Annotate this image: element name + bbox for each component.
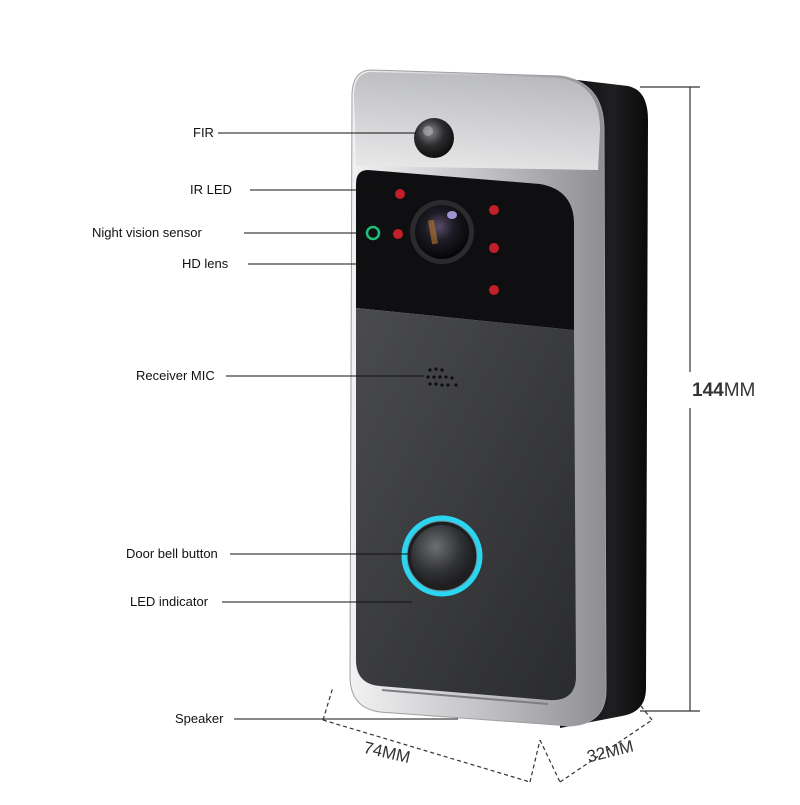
ir-led-dot [489,243,499,253]
callout-label-ir-led: IR LED [190,182,232,197]
callout-label-door-bell-button: Door bell button [126,546,218,561]
dimension-height-unit: MM [723,380,756,401]
callout-label-receiver-mic: Receiver MIC [136,368,215,383]
callout-label-hd-lens: HD lens [182,256,229,271]
callout-leaders [218,132,458,720]
device-front-panel [356,308,576,701]
night-vision-sensor-icon [365,225,381,241]
ir-led-dot [393,229,403,239]
callout-label-night-vision-sensor: Night vision sensor [92,225,202,240]
fir-sensor-icon [414,118,454,158]
device-top-cap [354,72,600,170]
receiver-mic-icon [426,367,458,387]
ir-led-dot [395,189,405,199]
ir-led-group [393,189,499,295]
callout-label-led-indicator: LED indicator [130,594,209,609]
door-bell-button-icon [411,525,473,587]
ir-led-dot [489,205,499,215]
dimension-height-value: 144 [692,380,724,401]
callout-label-fir: FIR [193,125,214,140]
callout-label-speaker: Speaker [175,711,224,726]
dimension-lines [322,86,700,783]
ir-led-dot [489,285,499,295]
dimension-height-label: 144MM [692,380,755,402]
speaker-grille [381,689,549,705]
